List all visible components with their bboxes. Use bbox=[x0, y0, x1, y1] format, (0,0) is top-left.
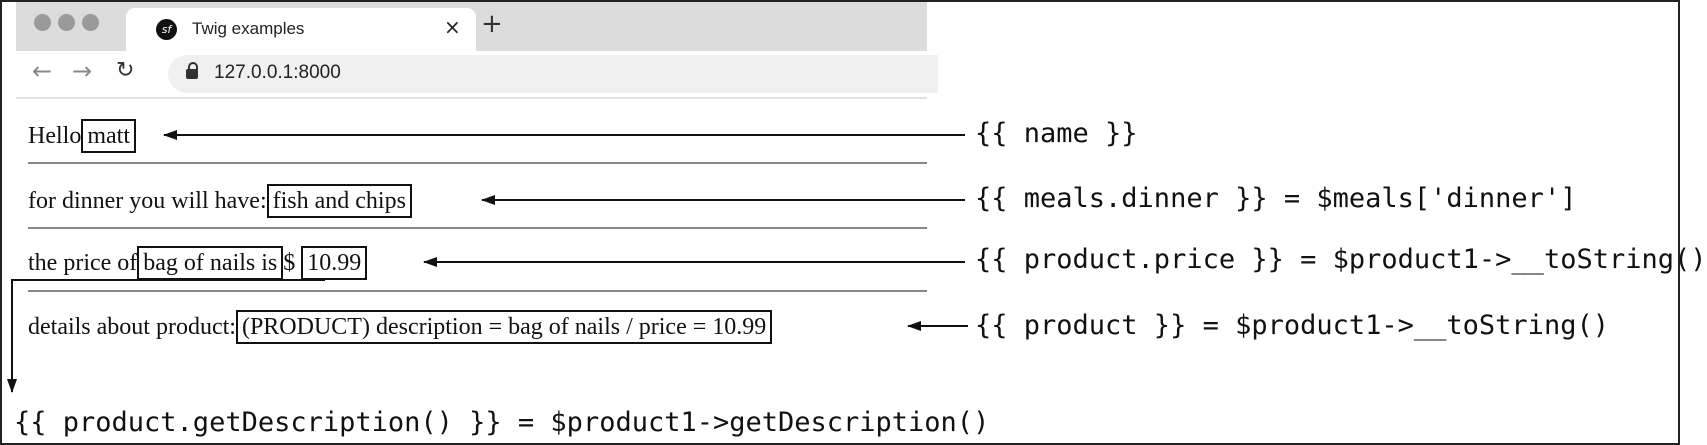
details-line: details about product:(PRODUCT) descript… bbox=[28, 310, 773, 344]
browser-window: sf Twig examples × + ← → ↻ 127.0.0.1:800… bbox=[16, 2, 938, 99]
annotation-product: {{ product }} = $product1->__toString() bbox=[975, 310, 1609, 341]
reload-icon[interactable]: ↻ bbox=[116, 58, 135, 83]
dinner-value-box: fish and chips bbox=[266, 184, 412, 218]
annotation-dinner: {{ meals.dinner }} = $meals['dinner'] bbox=[975, 183, 1577, 214]
lock-icon bbox=[186, 62, 198, 79]
arrow-description bbox=[7, 279, 325, 393]
price-prefix: the price of bbox=[28, 250, 138, 276]
url-text: 127.0.0.1:8000 bbox=[214, 62, 341, 83]
new-tab-icon[interactable]: + bbox=[481, 9, 503, 39]
browser-toolbar: ← → ↻ 127.0.0.1:8000 bbox=[16, 51, 938, 99]
annotation-price: {{ product.price }} = $product1->__toStr… bbox=[975, 244, 1707, 275]
hello-prefix: Hello bbox=[28, 123, 82, 149]
minimize-window-dot[interactable] bbox=[58, 14, 75, 31]
tab-bar: sf Twig examples × + bbox=[16, 2, 927, 51]
tab-twig-examples[interactable]: sf Twig examples × bbox=[126, 8, 476, 51]
close-tab-icon[interactable]: × bbox=[444, 15, 461, 39]
annotation-name: {{ name }} bbox=[975, 118, 1138, 149]
price-currency: $ bbox=[283, 250, 296, 276]
address-bar[interactable]: 127.0.0.1:8000 bbox=[168, 55, 938, 93]
back-arrow-icon[interactable]: ← bbox=[32, 57, 53, 85]
close-window-dot[interactable] bbox=[34, 14, 51, 31]
dinner-line: for dinner you will have:fish and chips bbox=[28, 184, 412, 218]
tab-title: Twig examples bbox=[192, 19, 305, 38]
forward-arrow-icon[interactable]: → bbox=[72, 57, 93, 85]
annotation-description: {{ product.getDescription() }} = $produc… bbox=[14, 407, 990, 438]
price-value-box: 10.99 bbox=[301, 246, 368, 280]
divider bbox=[28, 227, 927, 229]
dinner-prefix: for dinner you will have: bbox=[28, 188, 267, 214]
divider bbox=[28, 162, 927, 164]
details-value-box: (PRODUCT) description = bag of nails / p… bbox=[235, 310, 773, 344]
details-prefix: details about product: bbox=[28, 314, 236, 340]
symfony-logo-icon: sf bbox=[156, 19, 177, 40]
hello-value-box: matt bbox=[81, 119, 136, 153]
maximize-window-dot[interactable] bbox=[82, 14, 99, 31]
divider bbox=[28, 290, 927, 292]
